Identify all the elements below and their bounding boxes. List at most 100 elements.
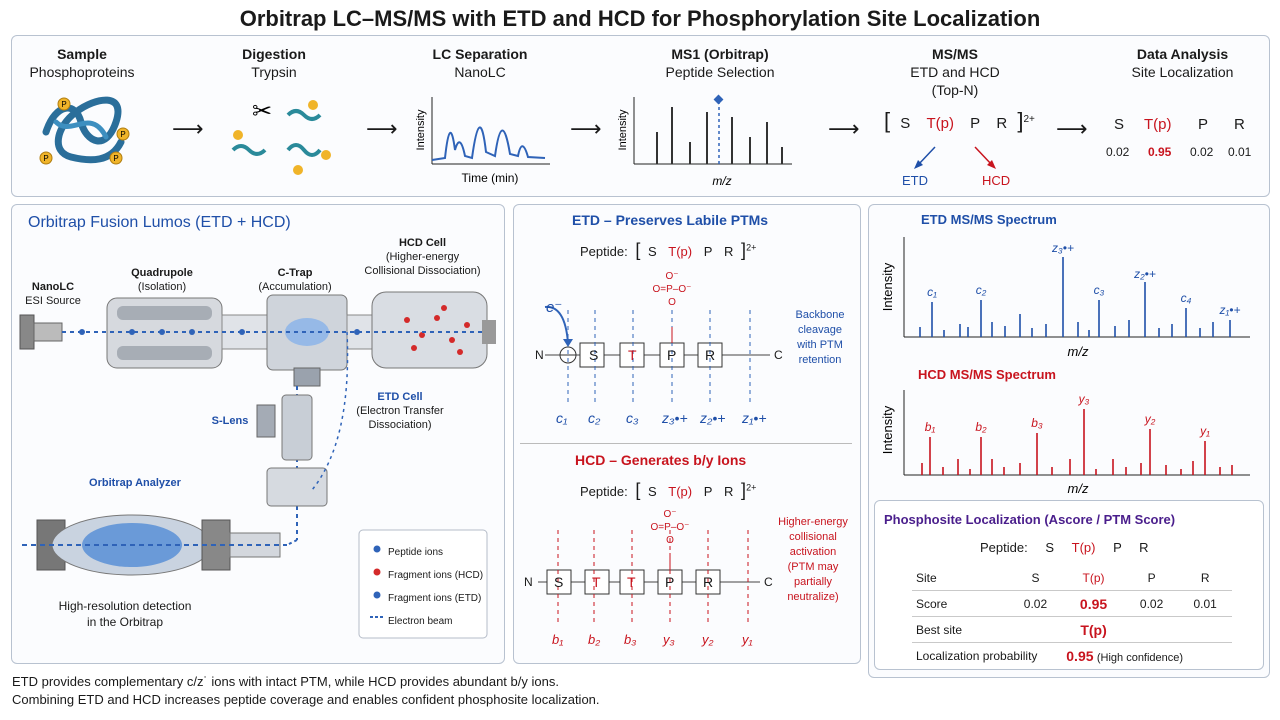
- etd-ion-z2: z₂•+: [700, 410, 726, 426]
- electron-label: e⁻: [546, 299, 563, 316]
- step-msms-sub2: (Top-N): [931, 82, 979, 98]
- footer-line-1: ETD provides complementary c/z˙ ions wit…: [12, 674, 559, 689]
- step-ms1-sub: Peptide Selection: [665, 64, 775, 80]
- step-ms1: MS1 (Orbitrap) Peptide Selection: [640, 45, 800, 81]
- step-analysis: Data Analysis Site Localization: [1110, 45, 1255, 81]
- localization-table: Site S T(p) P R Score 0.02 0.95 0.02 0.0…: [912, 565, 1232, 668]
- step-digestion-sub: Trypsin: [251, 64, 297, 80]
- svg-text:P: P: [113, 154, 118, 163]
- legend-hcd: Fragment ions (HCD): [388, 570, 484, 581]
- hcd-ion-b2: b₂: [588, 632, 601, 647]
- legend: Peptide ions Fragment ions (HCD) Fragmen…: [388, 541, 483, 633]
- step-msms: MS/MS ETD and HCD (Top-N): [880, 45, 1030, 99]
- arrow-icon: ⟶: [172, 116, 204, 141]
- hcd-spectrum: Intensity m/z b₁ b₂ b₃ y₃ y₂ y₁: [880, 390, 1250, 496]
- lc-ylabel: Intensity: [415, 109, 427, 150]
- workflow-panel: [11, 35, 1270, 197]
- etd-ion-c3: c₃: [626, 410, 639, 426]
- orbitrap-label: Orbitrap Analyzer: [89, 477, 181, 489]
- hcd-phospho-group: O⁻ O=P–O⁻ O: [650, 509, 690, 546]
- hcd-peak-b1: b₁: [925, 420, 936, 434]
- etd-n-term: N: [535, 348, 544, 362]
- detection-label: High-resolution detection in the Orbitra…: [58, 599, 192, 629]
- ms1-xlabel: m/z: [712, 174, 731, 188]
- etd-mechanism: [544, 305, 770, 405]
- nanolc-label: NanoLC ESI Source: [25, 281, 81, 307]
- step-sample-title: Sample: [57, 46, 107, 62]
- quad-label: Quadrupole (Isolation): [131, 267, 193, 293]
- slens-label: S-Lens: [211, 415, 249, 427]
- peptide-fragments-icon: ✂: [231, 98, 331, 175]
- instrument-diagram: [19, 291, 496, 639]
- msms-etd-label: ETD: [902, 173, 928, 188]
- arrow-icon: ⟶: [1056, 116, 1088, 141]
- hcd-spectrum-title: HCD MS/MS Spectrum: [918, 367, 1056, 382]
- etd-peak-z1: z₁•+: [1219, 303, 1241, 317]
- hcd-residue-t1: T: [592, 574, 601, 590]
- step-analysis-sub: Site Localization: [1131, 64, 1234, 80]
- etd-residue-s: S: [589, 347, 599, 363]
- mechanism-divider: [520, 443, 852, 444]
- hcd-cell-label: HCD Cell (Higher-energy Collisional Diss…: [364, 237, 481, 277]
- page-title: Orbitrap LC–MS/MS with ETD and HCD for P…: [239, 6, 1041, 31]
- step-analysis-title: Data Analysis: [1136, 46, 1229, 62]
- ctrap-label: C-Trap (Accumulation): [258, 267, 332, 293]
- step-sample-sub: Phosphoproteins: [29, 64, 135, 80]
- hcd-spec-ylabel: Intensity: [880, 405, 895, 454]
- etd-ion-z3: z₃•+: [662, 410, 688, 426]
- hcd-ion-b1: b₁: [552, 632, 564, 647]
- footer-text: ETD provides complementary c/z˙ ions wit…: [12, 673, 600, 709]
- etd-ion-z1: z₁•+: [742, 410, 767, 426]
- etd-ion-c2: c₂: [588, 410, 601, 426]
- etd-phospho-group: O⁻ O=P–O⁻ O: [652, 271, 692, 308]
- protein-structure-icon: P P P P: [39, 96, 130, 165]
- svg-text:P: P: [43, 154, 48, 163]
- step-lc-title: LC Separation: [432, 46, 528, 62]
- step-sample: Sample Phosphoproteins: [22, 45, 142, 81]
- etd-peak-z3: z₃•+: [1051, 241, 1074, 255]
- etd-peak-c4: c₄: [1181, 291, 1192, 305]
- instrument-title: Orbitrap Fusion Lumos (ETD + HCD): [28, 214, 291, 231]
- hcd-panel-title: HCD – Generates b/y Ions: [575, 452, 747, 468]
- step-lc-sub: NanoLC: [454, 64, 506, 80]
- hcd-peak-y1: y₁: [1199, 424, 1210, 438]
- msms-peptide: [ S T(p) P R ]2+: [884, 108, 1035, 133]
- legend-peptide: Peptide ions: [388, 547, 444, 558]
- table-row: Localization probability 0.95 (High conf…: [916, 647, 1184, 664]
- etd-spectrum: Intensity m/z c₁ c₂ z₃•+ c₃ z₂•+ c₄ z₁•+: [880, 237, 1250, 359]
- etd-cell-label: ETD Cell (Electron Transfer Dissociation…: [356, 391, 444, 431]
- hcd-n-term: N: [524, 575, 533, 589]
- footer-line-2: Combining ETD and HCD increases peptide …: [12, 692, 600, 707]
- hcd-peak-y3: y₃: [1078, 392, 1090, 406]
- etd-peak-z2: z₂•+: [1133, 267, 1156, 281]
- etd-peak-c3: c₃: [1094, 283, 1105, 297]
- etd-c-term: C: [774, 348, 783, 362]
- step-digestion-title: Digestion: [242, 46, 306, 62]
- etd-spec-ylabel: Intensity: [880, 262, 895, 311]
- localization-title: Phosphosite Localization (Ascore / PTM S…: [884, 512, 1176, 527]
- etd-peak-c2: c₂: [976, 283, 987, 297]
- hcd-ion-y2: y₂: [702, 632, 714, 647]
- hcd-residue-t2: T: [627, 574, 636, 590]
- arrow-icon: ⟶: [366, 116, 398, 141]
- etd-panel-title: ETD – Preserves Labile PTMs: [572, 212, 769, 228]
- hcd-residue-r: R: [703, 574, 714, 590]
- etd-spec-xlabel: m/z: [1068, 344, 1089, 359]
- arrow-icon: ⟶: [570, 116, 602, 141]
- step-msms-title: MS/MS: [932, 46, 978, 62]
- hcd-residue-s: S: [554, 574, 564, 590]
- svg-text:P: P: [120, 130, 125, 139]
- hcd-ion-b3: b₃: [624, 632, 637, 647]
- step-ms1-title: MS1 (Orbitrap): [671, 46, 769, 62]
- step-msms-sub1: ETD and HCD: [910, 64, 1000, 80]
- arrow-icon: ⟶: [828, 116, 860, 141]
- hcd-mechanism: [538, 530, 760, 625]
- etd-residue-r: R: [705, 347, 716, 363]
- table-row: Best site T(p): [912, 616, 1232, 643]
- hcd-residue-p: P: [665, 574, 675, 590]
- ms1-spectrum: Intensity m/z: [617, 94, 792, 188]
- msms-hcd-label: HCD: [982, 173, 1011, 188]
- chromatogram: Intensity Time (min): [415, 97, 550, 185]
- phospho-p-icon: P: [61, 100, 66, 109]
